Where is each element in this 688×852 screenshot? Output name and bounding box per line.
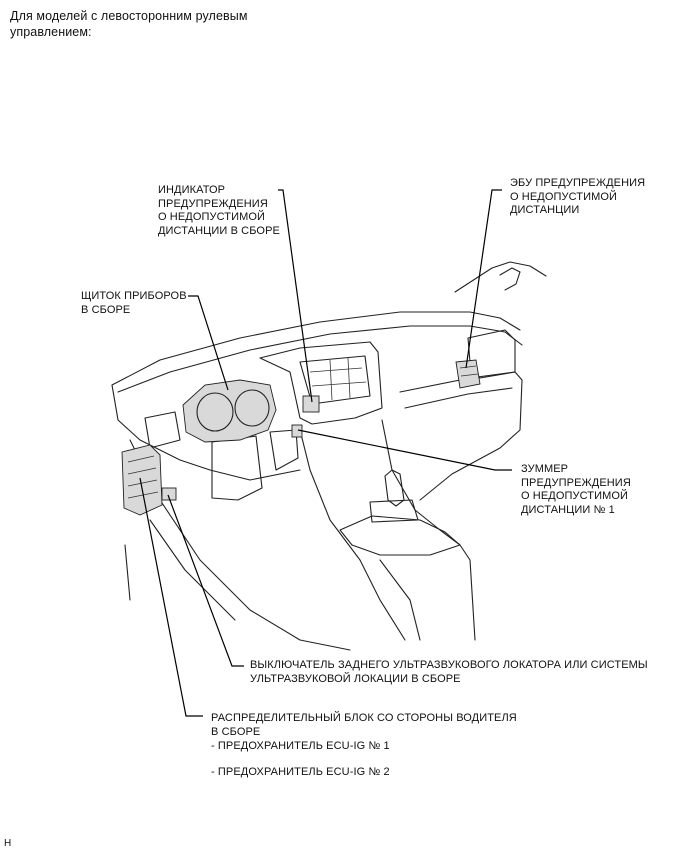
console-right-edge — [381, 419, 476, 641]
label-junction-block-line-2: В СБОРЕ — [211, 725, 261, 738]
footer-mark: H — [4, 838, 12, 849]
label-junction-block: РАСПРЕДЕЛИТЕЛЬНЫЙ БЛОК СО СТОРОНЫ ВОДИТЕ… — [211, 712, 517, 739]
label-fuse-1: - ПРЕДОХРАНИТЕЛЬ ECU-IG № 1 — [211, 740, 390, 752]
ecu-detail — [459, 365, 479, 377]
junction-block-detail — [127, 455, 159, 499]
floor-line — [379, 559, 421, 641]
label-buzzer-line-1: ЗУММЕР — [521, 463, 569, 475]
leader-combination-meter — [188, 295, 229, 391]
driver-footwell-inner — [149, 519, 236, 621]
center-display-detail — [309, 357, 367, 401]
label-ecu-line-1: ЭБУ ПРЕДУПРЕЖДЕНИЯ — [510, 177, 646, 189]
windshield-pillar-right — [454, 261, 547, 293]
dash-right-line — [404, 387, 513, 409]
label-indicator-line-2: ПРЕДУПРЕЖДЕНИЯ — [158, 197, 268, 210]
dash-left-body — [111, 384, 301, 481]
label-ecu: ЭБУ ПРЕДУПРЕЖДЕНИЯ О НЕДОПУСТИМОЙ ДИСТАН… — [510, 177, 645, 218]
driver-footwell — [129, 439, 351, 651]
label-switch-line-1: ВЫКЛЮЧАТЕЛЬ ЗАДНЕГО УЛЬТРАЗВУКОВОГО ЛОКА… — [250, 659, 648, 671]
console-left-edge — [299, 429, 406, 641]
sonar-switch — [161, 487, 177, 501]
center-left-vent — [269, 429, 299, 471]
dash-right-body — [399, 371, 523, 501]
label-indicator-line-4: ДИСТАНЦИИ В СБОРЕ — [158, 224, 280, 237]
shift-gate — [369, 499, 419, 523]
clearance-warning-ecu — [455, 359, 481, 389]
label-ecu-line-3: ДИСТАНЦИИ — [510, 204, 580, 216]
dash-top-edge — [111, 311, 521, 386]
label-switch: ВЫКЛЮЧАТЕЛЬ ЗАДНЕГО УЛЬТРАЗВУКОВОГО ЛОКА… — [250, 659, 648, 686]
center-stack — [259, 341, 383, 425]
label-combination-meter-line-1: ЩИТОК ПРИБОРОВ — [81, 290, 187, 302]
leader-ecu — [465, 189, 502, 369]
leader-junction-block — [139, 477, 203, 717]
label-indicator: ИНДИКАТОР ПРЕДУПРЕЖДЕНИЯ О НЕДОПУСТИМОЙ … — [158, 184, 280, 238]
left-vent — [144, 411, 181, 449]
label-combination-meter: ЩИТОК ПРИБОРОВ В СБОРЕ — [81, 290, 187, 317]
leader-switch — [167, 494, 244, 667]
label-junction-block-line-1: РАСПРЕДЕЛИТЕЛЬНЫЙ БЛОК СО СТОРОНЫ ВОДИТЕ… — [211, 712, 517, 724]
intro-line-2: управлением: — [10, 25, 92, 39]
leader-indicator — [278, 189, 313, 403]
mirror-mount — [499, 267, 521, 291]
intro-text: Для моделей с левосторонним рулевым упра… — [10, 8, 310, 40]
label-buzzer: ЗУММЕР ПРЕДУПРЕЖДЕНИЯ О НЕДОПУСТИМОЙ ДИС… — [521, 463, 631, 517]
label-indicator-line-3: О НЕДОПУСТИМОЙ — [158, 211, 266, 223]
label-buzzer-line-4: ДИСТАНЦИИ № 1 — [521, 503, 615, 516]
label-buzzer-line-3: О НЕДОПУСТИМОЙ — [521, 490, 629, 502]
steering-column-cover — [211, 435, 263, 501]
leader-buzzer — [297, 429, 512, 471]
label-buzzer-line-2: ПРЕДУПРЕЖДЕНИЯ — [521, 476, 631, 489]
intro-line-1: Для моделей с левосторонним рулевым — [10, 9, 248, 23]
meter-right-dial — [234, 389, 270, 427]
label-switch-line-2: УЛЬТРАЗВУКОВОЙ ЛОКАЦИИ В СБОРЕ — [250, 672, 461, 685]
label-combination-meter-line-2: В СБОРЕ — [81, 303, 131, 316]
label-indicator-line-1: ИНДИКАТОР — [158, 184, 226, 196]
console-box — [339, 515, 461, 556]
door-edge — [124, 544, 131, 601]
label-fuse-2: - ПРЕДОХРАНИТЕЛЬ ECU-IG № 2 — [211, 766, 390, 778]
center-display — [299, 355, 371, 405]
label-ecu-line-2: О НЕДОПУСТИМОЙ — [510, 190, 618, 203]
meter-left-dial — [196, 392, 234, 432]
